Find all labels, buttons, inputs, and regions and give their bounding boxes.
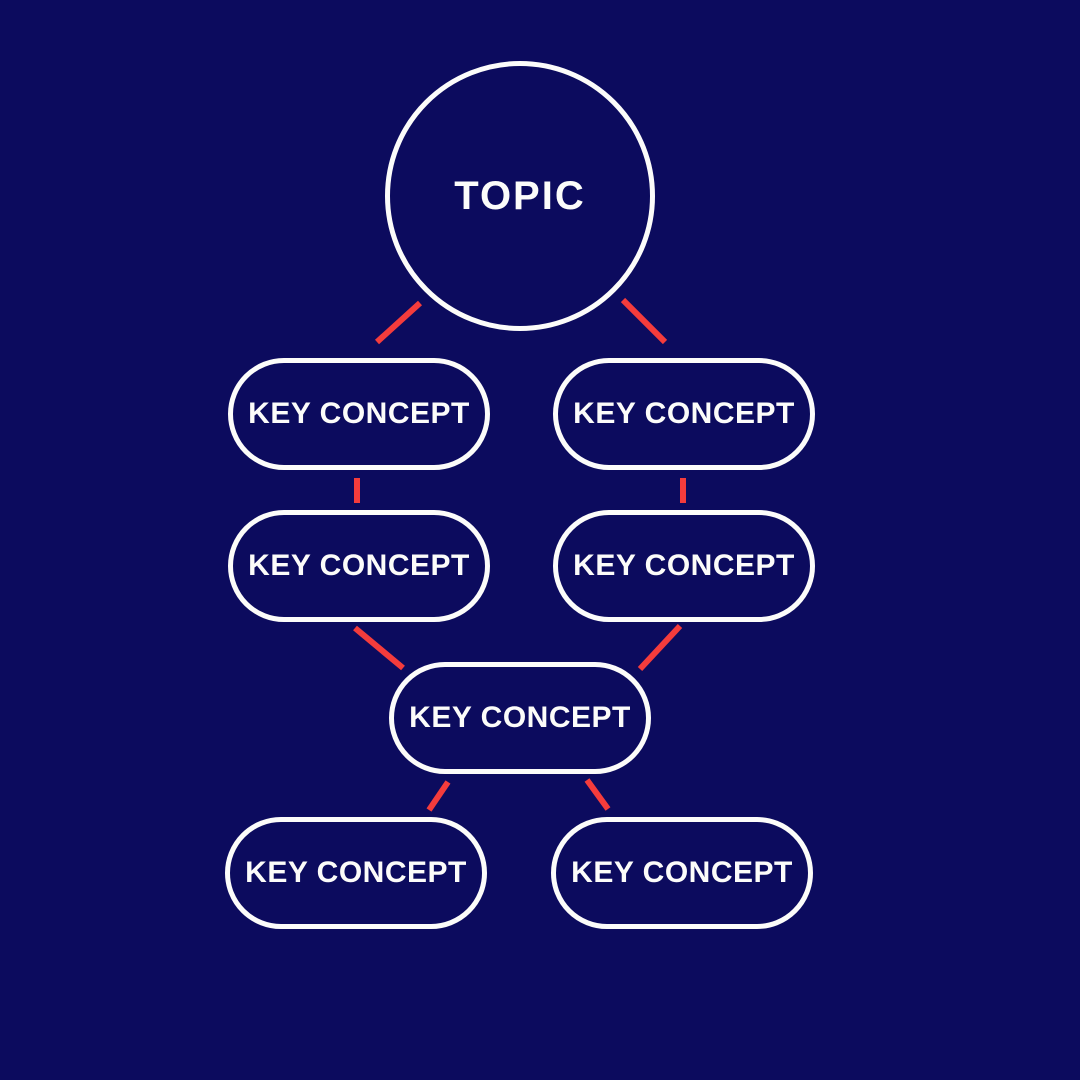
concept-label: KEY CONCEPT bbox=[245, 856, 467, 889]
concept-node-top-right: KEY CONCEPT bbox=[553, 358, 815, 470]
connector-topic-to-top-left bbox=[374, 300, 423, 345]
concept-node-mid-right: KEY CONCEPT bbox=[553, 510, 815, 622]
concept-label: KEY CONCEPT bbox=[571, 856, 793, 889]
concept-label: KEY CONCEPT bbox=[248, 549, 470, 582]
connector-mid-left-to-center bbox=[353, 625, 405, 671]
topic-node: TOPIC bbox=[385, 61, 655, 331]
connector-topic-to-top-right bbox=[620, 297, 668, 345]
connector-center-to-bottom-left bbox=[426, 780, 451, 812]
concept-node-mid-left: KEY CONCEPT bbox=[228, 510, 490, 622]
concept-label: KEY CONCEPT bbox=[409, 701, 631, 734]
concept-node-bottom-right: KEY CONCEPT bbox=[551, 817, 813, 929]
topic-label: TOPIC bbox=[454, 173, 586, 218]
concept-label: KEY CONCEPT bbox=[573, 549, 795, 582]
concept-label: KEY CONCEPT bbox=[573, 397, 795, 430]
concept-node-top-left: KEY CONCEPT bbox=[228, 358, 490, 470]
connector-mid-right-to-center bbox=[637, 623, 683, 672]
concept-label: KEY CONCEPT bbox=[248, 397, 470, 430]
concept-node-center: KEY CONCEPT bbox=[389, 662, 651, 774]
concept-node-bottom-left: KEY CONCEPT bbox=[225, 817, 487, 929]
connector-center-to-bottom-right bbox=[584, 778, 611, 811]
